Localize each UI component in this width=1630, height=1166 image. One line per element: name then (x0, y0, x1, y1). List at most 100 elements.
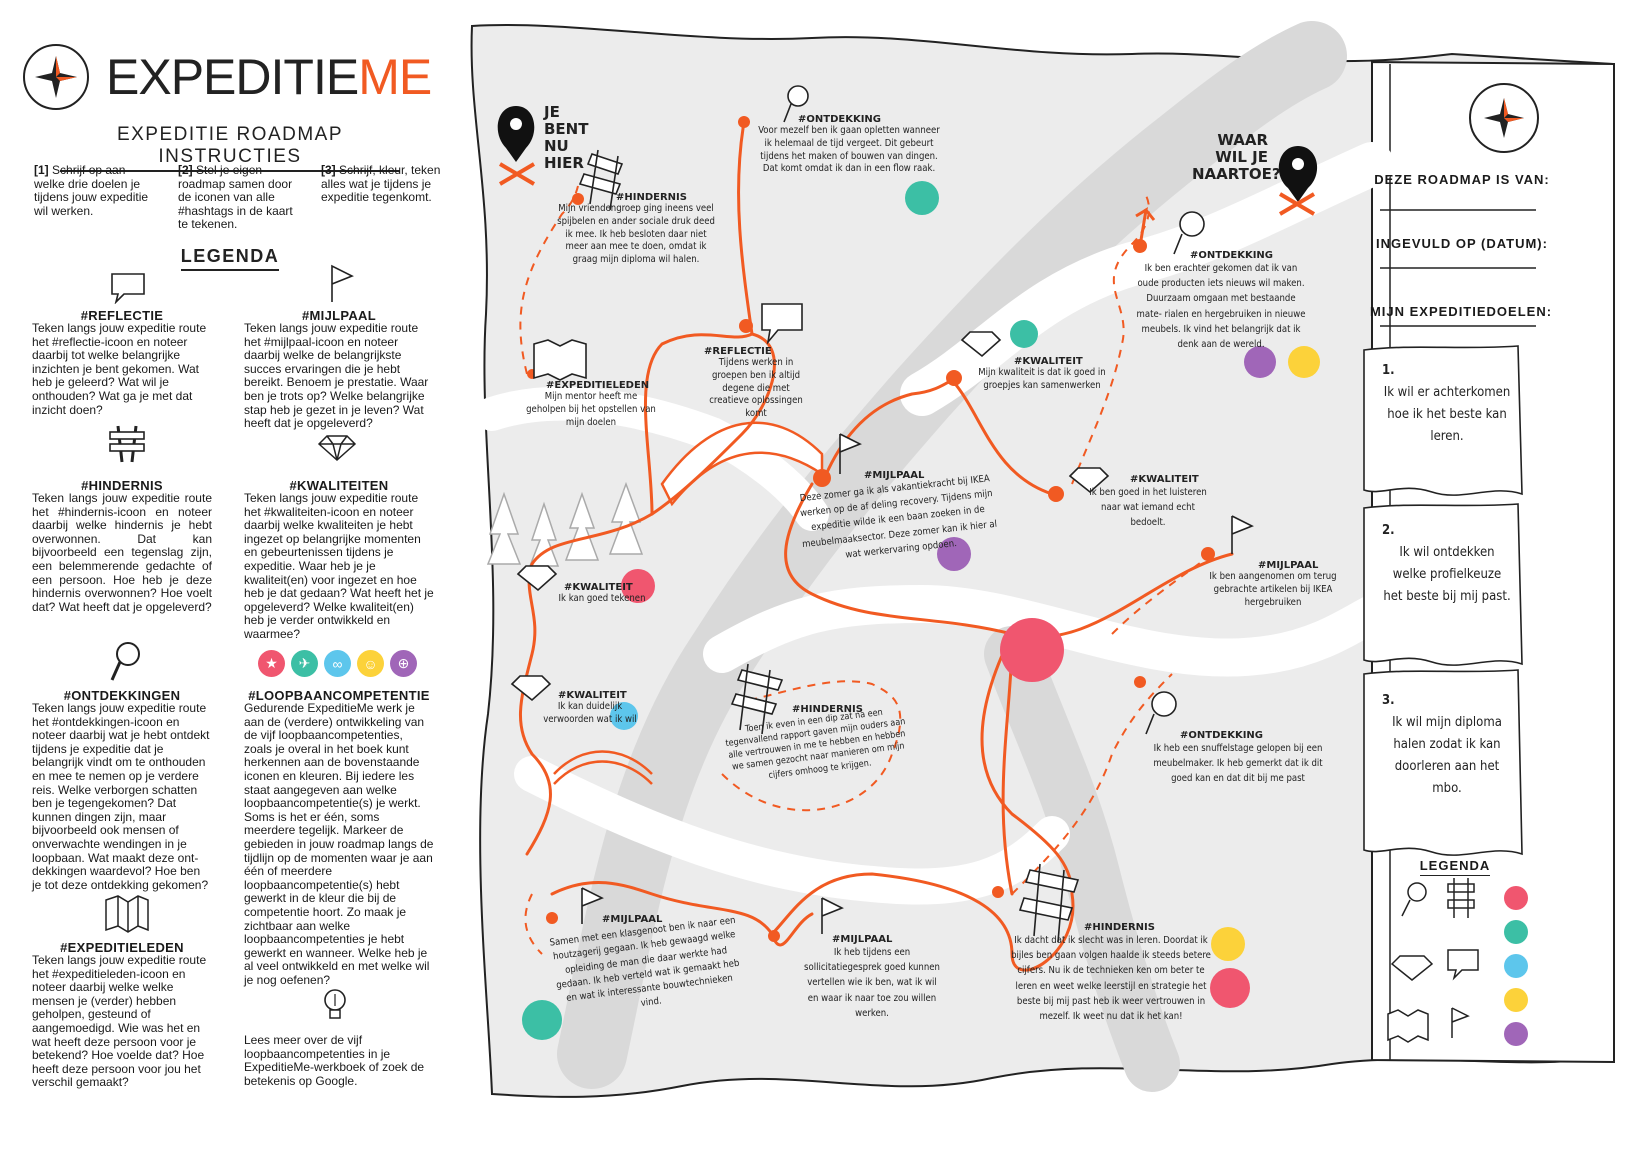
step-3-text: Schrijf, kleur, teken alles wat je tijde… (321, 163, 441, 205)
step-1-text: Schrijf op aan welke drie doelen je tijd… (34, 163, 149, 218)
panel-logo (1469, 83, 1539, 153)
roadmap-drawing (470, 21, 1616, 1098)
step-2-num: [2] (178, 163, 193, 177)
note-kwaliteit-4: #KWALITEIT Ik kan duidelijk verwoorden w… (540, 690, 640, 727)
arrow (1135, 207, 1156, 247)
legend-loopbaan-title: #LOOPBAANCOMPETENTIE (248, 688, 430, 703)
step-1-num: [1] (34, 163, 49, 177)
note-mijlpaal-1-text: Deze zomer ga ik als vakantiekracht bij … (799, 473, 998, 561)
note-mijlpaal-3: #MIJLPAAL Samen met een klasgenoot ben i… (549, 914, 742, 1011)
note-mijlpaal-1-tag: #MIJLPAAL (864, 470, 925, 481)
flag-map-icon-3 (581, 887, 604, 924)
logo-badge (21, 42, 91, 112)
river-branch-4 (984, 626, 1180, 1092)
dot-pink-2 (1210, 968, 1250, 1008)
bridge (660, 421, 824, 507)
map-icons (510, 85, 1254, 943)
je-bent-nu-hier: JE BENT NU HIER (544, 103, 589, 172)
waar-wil-je-naartoe: WAAR WIL JE NAARTOE? (1192, 131, 1281, 183)
diamond-map-icon (960, 331, 1002, 358)
instructions-title-text: EXPEDITIE ROADMAP INSTRUCTIES (60, 124, 400, 172)
legend-hindernis-text: Teken langs jouw expeditie route het #hi… (32, 491, 212, 614)
note-kwaliteit-2: #KWALITEIT Ik ben goed in het luisteren … (1088, 474, 1208, 531)
goal-2-text: Ik wil ontdekken welke profielkeuze het … (1383, 545, 1511, 604)
legend-lees-meer: Lees meer over de vijf loopbaancompetent… (244, 1033, 425, 1088)
barrier-map-icon-2 (730, 663, 784, 735)
goal-2: 2. Ik wil ontdekken welke profielkeuze h… (1382, 520, 1512, 608)
flag-map-icon (839, 433, 862, 474)
dot-purple-1 (1244, 346, 1276, 378)
note-kwaliteit-3-tag: #KWALITEIT (564, 582, 633, 593)
note-ontdekking-1-tag: #ONTDEKKING (798, 114, 881, 125)
step-3-num: [3] (321, 163, 336, 177)
note-hindernis-2-tag: #HINDERNIS (792, 704, 863, 715)
panel-map-icon (1387, 1009, 1429, 1043)
note-ontdekking-2-text: Ik ben erachter gekomen dat ik van oude … (1136, 263, 1306, 350)
flag-icon (326, 262, 356, 309)
note-mijlpaal-2-tag: #MIJLPAAL (1258, 560, 1319, 571)
note-mijlpaal-3-text: Samen met een klasgenoot ben ik naar een… (548, 914, 740, 1010)
note-expeditieleden: #EXPEDITIELEDEN Mijn mentor heeft me geh… (526, 380, 656, 429)
magnifier-map-icon-2 (1173, 211, 1205, 255)
legend-expeditieleden-title: #EXPEDITIELEDEN (60, 940, 184, 955)
note-hindernis-2: #HINDERNIS Toen ik even in een dip zat n… (722, 704, 912, 781)
goal-3-num: 3. (1382, 693, 1395, 708)
dashed-route (519, 185, 1213, 955)
dot-yellow-2 (1211, 927, 1245, 961)
panel-magnifier-icon (1401, 882, 1427, 917)
note-ontdekking-1-text: Voor mezelf ben ik gaan opletten wanneer… (758, 125, 940, 175)
tree-group (486, 481, 644, 567)
note-ontdekking-1: #ONTDEKKING Voor mezelf ben ik gaan ople… (754, 114, 944, 176)
map-icon (104, 894, 150, 939)
instruction-step-1: [1] Schrijf op aan welke drie doelen je … (34, 163, 159, 218)
goal-1-num: 1. (1382, 363, 1395, 378)
note-ontdekking-3-tag: #ONTDEKKING (1180, 730, 1263, 741)
flag-map-icon-4 (821, 897, 844, 934)
step-2-text: Stel je eigen roadmap samen door de icon… (178, 163, 293, 232)
barrier-map-icon (578, 149, 624, 211)
panel-lines (1380, 209, 1536, 327)
dot-teal-1 (905, 181, 939, 215)
start-pin (497, 106, 536, 186)
note-mijlpaal-4: #MIJLPAAL Ik heb tijdens een sollicitati… (802, 934, 942, 1021)
legend-ontdekkingen-title: #ONTDEKKINGEN (63, 688, 181, 703)
star-icon: ★ (258, 650, 285, 677)
note-hindernis-3: #HINDERNIS Ik dacht dat ik slecht was in… (1006, 922, 1216, 1024)
note-hindernis-1-tag: #HINDERNIS (616, 192, 687, 203)
legend-loopbaan-text: Gedurende ExpeditieMe werk je aan de (ve… (244, 701, 434, 987)
note-ontdekking-2-tag: #ONTDEKKING (1190, 250, 1273, 261)
panel-legend-icons (1387, 878, 1479, 1043)
dot-purple-2 (937, 537, 971, 571)
panel-ingevuld-op: INGEVULD OP (DATUM): (1376, 236, 1548, 251)
note-kwaliteit-3: #KWALITEIT Ik kan goed tekenen (552, 582, 652, 606)
barrier-icon (108, 424, 146, 469)
route-dots (527, 116, 1215, 942)
note-hindernis-2-text: Toen ik even in een dip zat na een tegen… (724, 707, 907, 781)
note-ontdekking-2: #ONTDEKKING Ik ben erachter gekomen dat … (1134, 250, 1308, 352)
roadmap: JE BENT NU HIER WAAR WIL JE NAARTOE? #HI… (452, 14, 1622, 1114)
dot-teal-2 (1010, 320, 1038, 348)
competence-dots (522, 181, 1320, 1040)
brand-title: EXPEDITIEME (106, 48, 432, 106)
panel-diamond-icon (1390, 955, 1434, 981)
panel-doelen: MIJN EXPEDITIEDOELEN: (1369, 304, 1553, 319)
panel-barrier-icon (1447, 878, 1475, 918)
note-mijlpaal-3-tag: #MIJLPAAL (602, 914, 663, 925)
note-expeditieleden-tag: #EXPEDITIELEDEN (546, 380, 650, 391)
diamond-map-icon-2 (1068, 467, 1110, 494)
barrier-map-icon-3 (1018, 863, 1080, 943)
note-hindernis-3-tag: #HINDERNIS (1084, 922, 1155, 933)
note-expeditieleden-text: Mijn mentor heeft me geholpen bij het op… (526, 391, 656, 428)
note-kwaliteit-1-text: Mijn kwaliteit is dat ik goed in groepje… (978, 367, 1106, 391)
legend-title: LEGENDA (140, 246, 320, 271)
running-person-icon: ✈ (291, 650, 318, 677)
note-ontdekking-3-text: Ik heb een snuffelstage gelopen bij een … (1153, 743, 1323, 785)
river (557, 21, 1347, 1089)
instructions-title: EXPEDITIE ROADMAP INSTRUCTIES (60, 124, 400, 172)
legend-title-text: LEGENDA (180, 246, 280, 271)
bridge-small (553, 750, 653, 785)
competence-icons: ★ ✈ ∞ ☺ ⊕ (258, 650, 423, 677)
river-branch-2 (703, 584, 1391, 677)
note-ontdekking-3: #ONTDEKKING Ik heb een snuffelstage gelo… (1148, 730, 1328, 787)
legend-mijlpaal-title: #MIJLPAAL (302, 308, 376, 323)
